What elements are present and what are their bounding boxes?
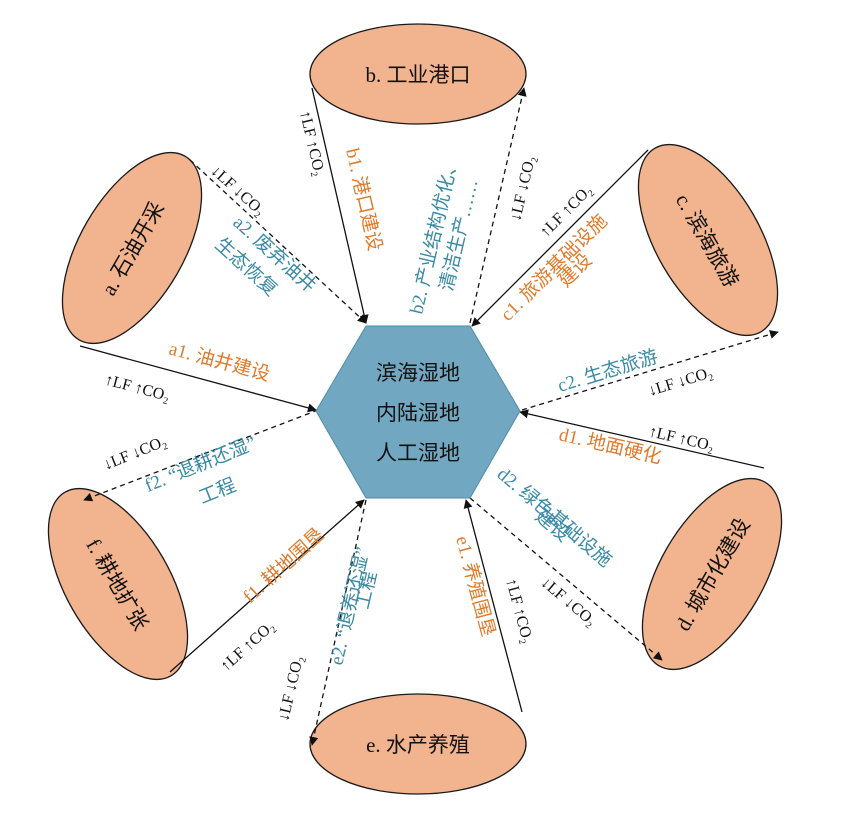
- node-d: d. 城市化建设: [641, 477, 783, 671]
- label-d1: d1. 地面硬化: [557, 423, 664, 468]
- flux-f1: ↑LF ↑CO₂: [217, 618, 278, 675]
- arrow-b2: [469, 87, 527, 324]
- flux-e1: ↑LF ↑CO₂: [502, 577, 536, 646]
- node-f: f. 耕地扩张: [47, 487, 189, 681]
- node-b-label: b. 工业港口: [366, 63, 471, 87]
- label-c2: c2. 生态旅游: [555, 346, 660, 397]
- label-f2-line2: 工程: [196, 474, 239, 509]
- center-line-2: 内陆湿地: [376, 401, 460, 425]
- flux-d2: ↓LF ↓CO₂: [537, 574, 599, 630]
- arrow-d1: [519, 409, 765, 469]
- label-b1: b1. 港口建设: [341, 146, 386, 253]
- center-line-1: 滨海湿地: [376, 361, 460, 385]
- center-line-3: 人工湿地: [376, 441, 460, 465]
- arrow-e2: [309, 499, 367, 746]
- label-f1: f1. 耕地围垦: [239, 524, 329, 608]
- arrow-f2: [83, 409, 319, 502]
- flux-a1: ↑LF ↑CO₂: [103, 371, 172, 405]
- label-a1: a1. 油井建设: [167, 338, 273, 386]
- flux-b2: ↓LF ↓CO₂: [507, 154, 539, 223]
- node-e: e. 水产养殖: [309, 693, 527, 795]
- arrow-c1: [471, 149, 649, 327]
- node-a: a. 石油开采: [61, 151, 203, 345]
- node-b: b. 工业港口: [309, 23, 527, 125]
- node-c: c. 滨海旅游: [637, 143, 779, 337]
- arrow-f1: [169, 499, 365, 673]
- flux-a2: ↓LF ↓CO₂: [207, 162, 268, 219]
- center-hexagon: 滨海湿地 内陆湿地 人工湿地: [315, 325, 521, 499]
- arrow-d2: [469, 497, 663, 661]
- flux-c2: ↓LF ↓CO₂: [646, 364, 715, 400]
- node-e-label: e. 水产养殖: [366, 733, 470, 757]
- arrow-e1: [463, 499, 523, 713]
- flux-b1: ↑LF ↑CO₂: [296, 109, 328, 178]
- arrow-a1: [79, 345, 317, 413]
- flux-f2: ↓LF ↓CO₂: [101, 433, 169, 474]
- label-e1: e1. 养殖围垦: [451, 534, 499, 640]
- arrow-b1: [311, 87, 369, 324]
- flux-e2: ↓LF ↓CO₂: [275, 654, 307, 723]
- arrow-a2: [189, 159, 367, 324]
